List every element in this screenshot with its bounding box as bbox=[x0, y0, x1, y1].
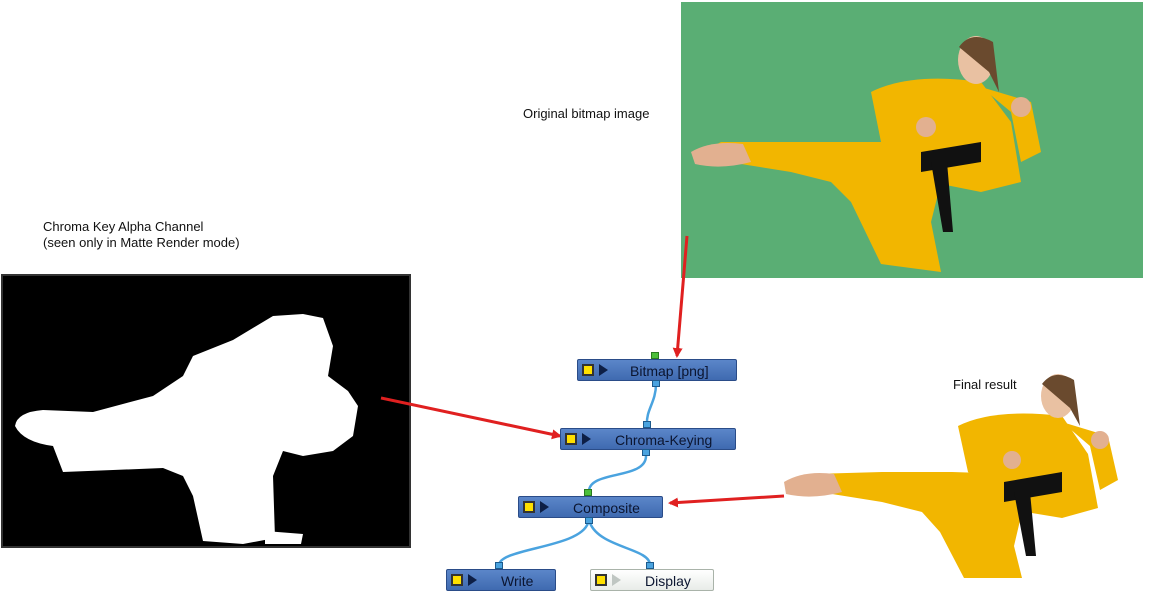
display-node[interactable]: Display bbox=[590, 569, 714, 591]
wire-composite-to-write bbox=[497, 522, 590, 566]
alpha-caption-line-2: (seen only in Matte Render mode) bbox=[43, 235, 240, 250]
composite-output-port[interactable] bbox=[585, 517, 593, 524]
composite-input-port[interactable] bbox=[584, 489, 592, 496]
node-enable-icon[interactable] bbox=[451, 574, 463, 586]
original-bitmap-image bbox=[681, 2, 1143, 278]
node-enable-icon[interactable] bbox=[565, 433, 577, 445]
arrow-result-to-composite bbox=[668, 494, 785, 508]
final-result-image bbox=[782, 356, 1150, 582]
original-image-caption: Original bitmap image bbox=[523, 106, 650, 121]
composite-node[interactable]: Composite bbox=[518, 496, 663, 518]
play-arrow-icon bbox=[599, 364, 608, 376]
play-arrow-icon bbox=[540, 501, 549, 513]
write-node[interactable]: Write bbox=[446, 569, 556, 591]
node-enable-icon[interactable] bbox=[523, 501, 535, 513]
play-arrow-icon bbox=[468, 574, 477, 586]
chroma-input-port[interactable] bbox=[643, 421, 651, 428]
chroma-output-port[interactable] bbox=[642, 449, 650, 456]
write-input-port[interactable] bbox=[495, 562, 503, 569]
final-result-caption: Final result bbox=[953, 377, 1017, 392]
matte-silhouette bbox=[15, 314, 358, 544]
composite-node-label: Composite bbox=[573, 500, 640, 516]
bitmap-input-port[interactable] bbox=[651, 352, 659, 359]
bitmap-node-label: Bitmap [png] bbox=[630, 363, 709, 379]
display-node-label: Display bbox=[645, 573, 691, 589]
node-enable-icon[interactable] bbox=[582, 364, 594, 376]
alpha-channel-matte bbox=[1, 274, 411, 548]
bitmap-output-port[interactable] bbox=[652, 380, 660, 387]
wire-chroma-to-composite bbox=[587, 455, 648, 493]
display-input-port[interactable] bbox=[646, 562, 654, 569]
node-enable-icon[interactable] bbox=[595, 574, 607, 586]
wire-bitmap-to-chroma bbox=[645, 383, 658, 425]
play-arrow-icon bbox=[612, 574, 621, 586]
arrow-alpha-to-chroma bbox=[380, 396, 562, 440]
write-node-label: Write bbox=[501, 573, 534, 589]
bitmap-node[interactable]: Bitmap [png] bbox=[577, 359, 737, 381]
alpha-channel-caption: Chroma Key Alpha Channel (seen only in M… bbox=[43, 219, 240, 251]
kicking-figure-illustration bbox=[691, 36, 1041, 272]
chroma-keying-node-label: Chroma-Keying bbox=[615, 432, 713, 448]
play-arrow-icon bbox=[582, 433, 591, 445]
arrow-original-to-bitmap bbox=[672, 235, 689, 358]
keyed-figure-illustration bbox=[784, 374, 1118, 578]
alpha-caption-line-1: Chroma Key Alpha Channel bbox=[43, 219, 204, 234]
wire-composite-to-display bbox=[588, 522, 652, 566]
chroma-keying-node[interactable]: Chroma-Keying bbox=[560, 428, 736, 450]
